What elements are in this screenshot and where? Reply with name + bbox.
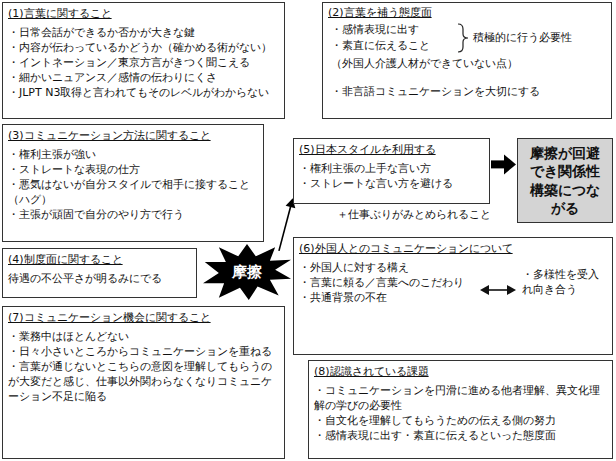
list-item: ・素直に伝えること: [331, 39, 430, 54]
list-item: ・内容が伝わっているかどうか（確かめる術がない）: [8, 41, 279, 56]
list-item: ・感情表現に出す: [331, 23, 419, 38]
connector-line: [279, 206, 291, 251]
connector-line: [491, 160, 505, 168]
box-heading: (7)コミュニケーション機会に関すること: [8, 311, 279, 326]
box-label: 摩擦が回避でき関係性構築につながる: [524, 144, 606, 217]
bracket: [457, 23, 469, 53]
list-item: ・ストレートな言い方を避ける: [299, 177, 484, 192]
list-item: ・言葉に頼る／言葉へのこだわり: [299, 276, 477, 291]
list-item: ・JLPT N3取得と言われてもそのレベルがわからない: [8, 86, 279, 101]
double-arrow-shaft: [488, 289, 508, 291]
list-item: ・業務中はほとんどない: [8, 330, 279, 345]
burst-outline: [203, 244, 291, 300]
box-heading: (4)制度面に関すること: [8, 253, 191, 268]
list-item: ・日々小さいところからコミュニケーションを重ねる: [8, 345, 279, 360]
list-item: ・外国人に対する構え: [299, 261, 477, 276]
list-item: ・ストレートな表現の仕方: [8, 163, 258, 178]
list-item: ・言葉が通じないとこちらの意図を理解してもらうのが大変だと感じ、仕事以外関わらな…: [8, 360, 279, 405]
list-item: 積極的に行う必要性: [473, 31, 572, 46]
box-label: 摩擦: [232, 262, 262, 282]
double-arrow: [480, 282, 516, 298]
list-item: ・細かいニュアンス／感情の伝わりにくさ: [8, 71, 279, 86]
box-heading: (5)日本スタイルを利用する: [299, 143, 484, 158]
list-item: ・自文化を理解してもらうための伝える側の努力: [314, 414, 607, 429]
box-heading: (3)コミュニケーション方法に関すること: [8, 129, 258, 144]
category-box: (8)認識されている課題・コミュニケーションを円滑に進める他者理解、異文化理解の…: [308, 360, 613, 459]
list-item: ・共通背景の不在: [299, 291, 477, 306]
list-item: ・非言語コミュニケーションを大切にする: [331, 85, 540, 100]
double-arrow-head: [480, 285, 489, 295]
list-item: ・権利主張の上手な言い方: [299, 162, 484, 177]
category-box: (6)外国人とのコミュニケーションについて・外国人に対する構え・言葉に頼る／言葉…: [293, 237, 613, 355]
box-heading: (6)外国人とのコミュニケーションについて: [299, 242, 607, 257]
list-item: ・感情表現に出す・素直に伝えるといった態度面: [314, 429, 607, 444]
list-item: ・コミュニケーションを円滑に進める他者理解、異文化理解の学びの必要性: [314, 384, 607, 414]
box-heading: (2)言葉を補う態度面: [328, 6, 432, 21]
list-item: ・多様性を受入れ向き合う: [522, 268, 608, 298]
list-item: ・権利主張が強い: [8, 148, 258, 163]
note-label: ＋仕事ぶりがみとめられること: [336, 208, 492, 223]
category-box: (7)コミュニケーション機会に関すること・業務中はほとんどない・日々小さいところ…: [2, 306, 285, 459]
double-arrow-head: [507, 285, 516, 295]
list-item: ・日常会話ができるか否かが大きな鍵: [8, 26, 279, 41]
result-box: 摩擦が回避でき関係性構築につながる: [517, 138, 613, 223]
box-heading: (8)認識されている課題: [314, 365, 607, 380]
category-box: (4)制度面に関すること待遇の不公平さが明るみにでる: [2, 248, 197, 298]
strategy-box: (5)日本スタイルを利用する・権利主張の上手な言い方・ストレートな言い方を避ける: [293, 138, 490, 204]
list-item: ・主張が頑固で自分のやり方で行う: [8, 208, 258, 223]
category-box: (3)コミュニケーション方法に関すること・権利主張が強い・ストレートな表現の仕方…: [2, 124, 264, 242]
list-item: 待遇の不公平さが明るみにでる: [8, 272, 191, 287]
list-item: ・悪気はないが自分スタイルで相手に接すること（ハグ）: [8, 178, 258, 208]
category-box: (1)言葉に関すること・日常会話ができるか否かが大きな鍵・内容が伝わっているかど…: [2, 2, 285, 119]
box-heading: (1)言葉に関すること: [8, 7, 279, 22]
bracket-stroke: [458, 24, 468, 52]
connector-arrow: [491, 154, 516, 174]
category-box: (2)言葉を補う態度面・感情表現に出す・素直に伝えること 積極的に行う必要性 （外国…: [322, 2, 612, 119]
arrowhead: [504, 154, 516, 174]
friction-burst: 摩擦: [203, 244, 291, 300]
list-item: ・イントネーション／東京方言がきつく聞こえる: [8, 56, 279, 71]
list-item: （外国人介護人材ができていない点）: [331, 57, 518, 72]
